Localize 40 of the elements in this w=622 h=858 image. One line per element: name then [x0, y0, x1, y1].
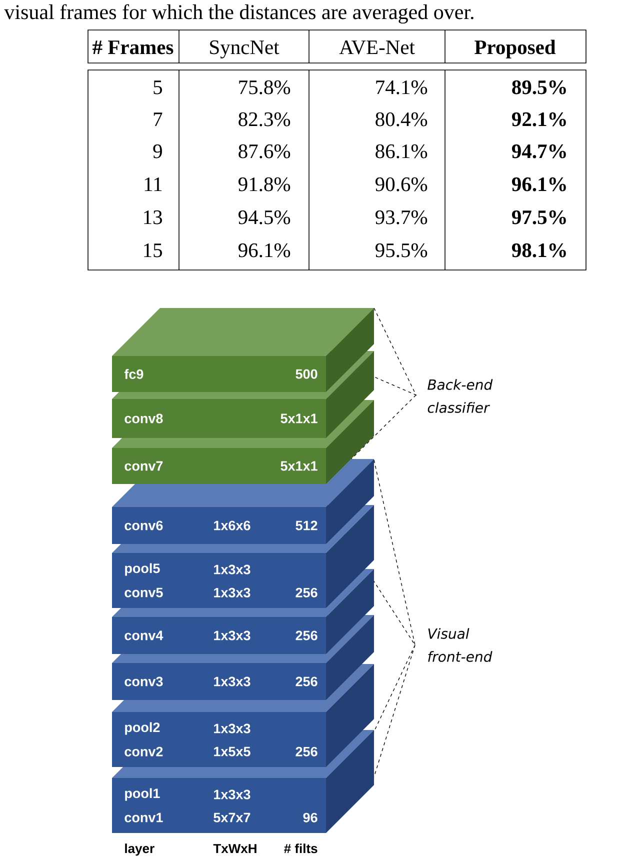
layer-block: pool2 1x3x3 conv2 1x5x5 256 — [112, 712, 326, 767]
layer-block: conv7 5x1x1 — [112, 448, 326, 484]
group-label: Visual front-end — [428, 628, 492, 662]
table-cell: 74.1% — [376, 80, 428, 94]
table-cell: 86.1% — [376, 144, 428, 158]
layer-block: fc9 500 — [112, 356, 326, 392]
layer-block: conv4 1x3x3 256 — [112, 617, 326, 654]
table-cell: 75.8% — [239, 80, 290, 94]
layer-block: pool1 1x3x3 conv1 5x7x7 96 — [112, 778, 326, 833]
table-cell: 87.6% — [238, 144, 290, 158]
table-cell: 11 — [144, 177, 162, 191]
table-cell: 7 — [154, 112, 162, 126]
layer-block: conv6 1x6x6 512 — [112, 507, 326, 544]
caption-text: visual frames for which the distances are averaged over. — [4, 4, 474, 24]
table-cell: 94.5% — [238, 210, 290, 224]
table-cell: SyncNet — [210, 40, 280, 58]
layer-block: conv3 1x3x3 256 — [112, 663, 326, 700]
table-cell: 90.6% — [376, 177, 428, 192]
table-cell: 96.1% — [512, 177, 566, 192]
table-cell: 97.5% — [512, 210, 566, 224]
table-cell: 94.7% — [512, 144, 566, 158]
table-cell: 96.1% — [238, 243, 290, 258]
table-cell: 95.5% — [376, 243, 428, 258]
table-cell: 9 — [153, 144, 162, 158]
table-cell: 5 — [154, 80, 162, 94]
layer-block: pool5 1x3x3 conv5 1x3x3 256 — [112, 553, 326, 608]
table-cell: 92.1% — [512, 112, 566, 126]
table-cell: # Frames — [92, 40, 174, 54]
table-cell: 98.1% — [512, 243, 566, 258]
table-cell: 91.8% — [238, 177, 290, 192]
table-cell: 80.4% — [376, 112, 428, 126]
table-cell: 89.5% — [512, 80, 566, 94]
table-cell: 93.7% — [376, 210, 428, 224]
table-cell: 13 — [144, 210, 162, 224]
table-cell: 82.3% — [238, 112, 290, 126]
table-cell: Proposed — [474, 40, 556, 58]
table-cell: 15 — [144, 243, 162, 258]
group-label: Back-end classifier — [428, 379, 493, 413]
table-cell: AVE-Net — [339, 40, 415, 54]
layer-block: conv8 5x1x1 — [112, 399, 326, 438]
